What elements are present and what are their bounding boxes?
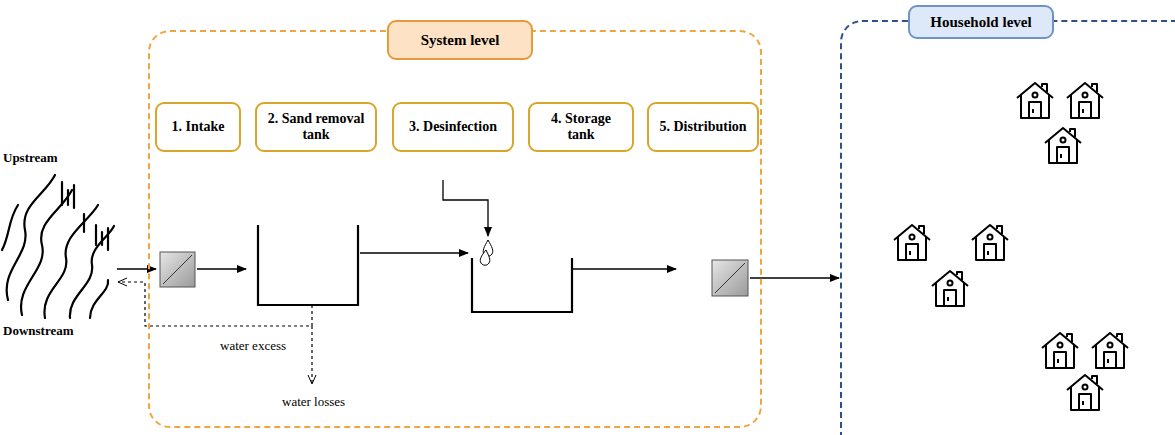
level-region: Household level (840, 20, 1175, 435)
level-heading: System level (387, 20, 533, 60)
loss-line (311, 326, 312, 384)
process-step: 3. Desinfection (392, 102, 514, 152)
flow-arrow (750, 277, 839, 279)
step-label: 3. Desinfection (409, 119, 497, 135)
tank-symbol (472, 258, 572, 312)
stream-label: Upstream (1, 150, 60, 166)
tank-symbol (258, 225, 358, 305)
process-step: 2. Sand removal tank (255, 102, 377, 152)
dosing-line (443, 180, 488, 236)
process-step: 5. Distribution (647, 102, 759, 152)
flow-arrow (360, 252, 468, 254)
process-step: 4. Storage tank (528, 102, 634, 152)
step-label: 2. Sand removal tank (263, 111, 369, 143)
stream-label: Downstream (1, 323, 76, 339)
step-label: 5. Distribution (659, 119, 746, 135)
level-heading: Household level (908, 5, 1054, 39)
flow-note: water excess (218, 338, 288, 354)
process-step: 1. Intake (155, 102, 241, 152)
intake-symbol (160, 252, 195, 287)
flow-arrow (573, 268, 676, 270)
house-icons (894, 83, 1128, 410)
flow-note: water losses (280, 394, 347, 410)
flow-arrow (197, 268, 246, 270)
drop-symbol (480, 240, 493, 265)
step-label: 4. Storage tank (536, 111, 626, 143)
distribution-symbol (712, 260, 748, 296)
level-region: System level1. Intake2. Sand removal tan… (148, 30, 762, 428)
flow-arrow (117, 268, 156, 270)
step-label: 1. Intake (172, 119, 225, 135)
river-symbol (2, 175, 114, 318)
